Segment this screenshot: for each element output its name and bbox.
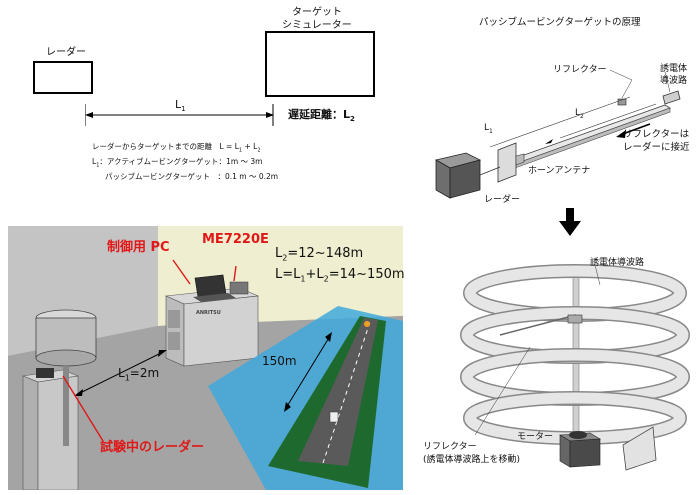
formula-line1: レーダーからターゲットまでの距離 L = L1 + L2 (92, 142, 261, 154)
waveguide-label-line2: 導波路 (660, 76, 688, 86)
model-label: ME7220E (202, 232, 269, 247)
l1-distance-label: L1=2m (118, 366, 160, 383)
passive-target-illustration (434, 69, 681, 199)
helix-reflector-label-line1: リフレクター (423, 442, 477, 452)
l2-range-label: L2=12~148m (275, 246, 364, 263)
distance-arrow (85, 104, 274, 126)
distance-l1-label: L1 (175, 98, 186, 114)
principle-title: パッシブムービングターゲットの原理 (479, 17, 641, 28)
total-range-label: L=L1+L2=14~150m (275, 267, 405, 284)
horn-antenna-label: ホーンアンテナ (528, 166, 591, 176)
target-simulator-box (265, 31, 375, 97)
down-arrow-icon (559, 208, 581, 236)
helix-reflector-label-line2: (誘電体導波路上を移動) (423, 455, 521, 465)
radar-block-label: レーダー (484, 195, 521, 205)
formula-line2: L1：アクティブムービングターゲット：1m ～ 3m (92, 157, 263, 169)
approach-label-line2: レーダーに接近 (623, 142, 690, 153)
reflector-label: リフレクター (553, 65, 607, 75)
target-label-line1: ターゲット (292, 7, 342, 18)
waveguide-label-line1: 誘電体 (660, 64, 688, 74)
radar-box (33, 61, 93, 94)
l1-label: L1 (484, 123, 493, 135)
motor-label: モーター (517, 432, 554, 442)
helix-waveguide-label: 誘電体導波路 (590, 258, 645, 268)
road-length-label: 150m (262, 354, 297, 368)
approach-label-line1: リフレクターは (623, 129, 690, 140)
control-pc-label: 制御用 PC (107, 240, 170, 255)
test-room-scene (8, 226, 403, 490)
l2-label: L2 (575, 108, 584, 120)
delay-distance-label: 遅延距離：L2 (288, 108, 355, 124)
radar-under-test-label: 試験中のレーダー (100, 440, 205, 455)
helical-waveguide-illustration (460, 264, 690, 471)
instrument-brand-logo: ANRITSU (196, 310, 221, 316)
target-label-line2: シミュレーター (282, 20, 352, 31)
radar-label: レーダー (46, 47, 86, 58)
formula-line3: パッシブムービングターゲット ：0.1 m ～ 0.2m (105, 172, 279, 181)
